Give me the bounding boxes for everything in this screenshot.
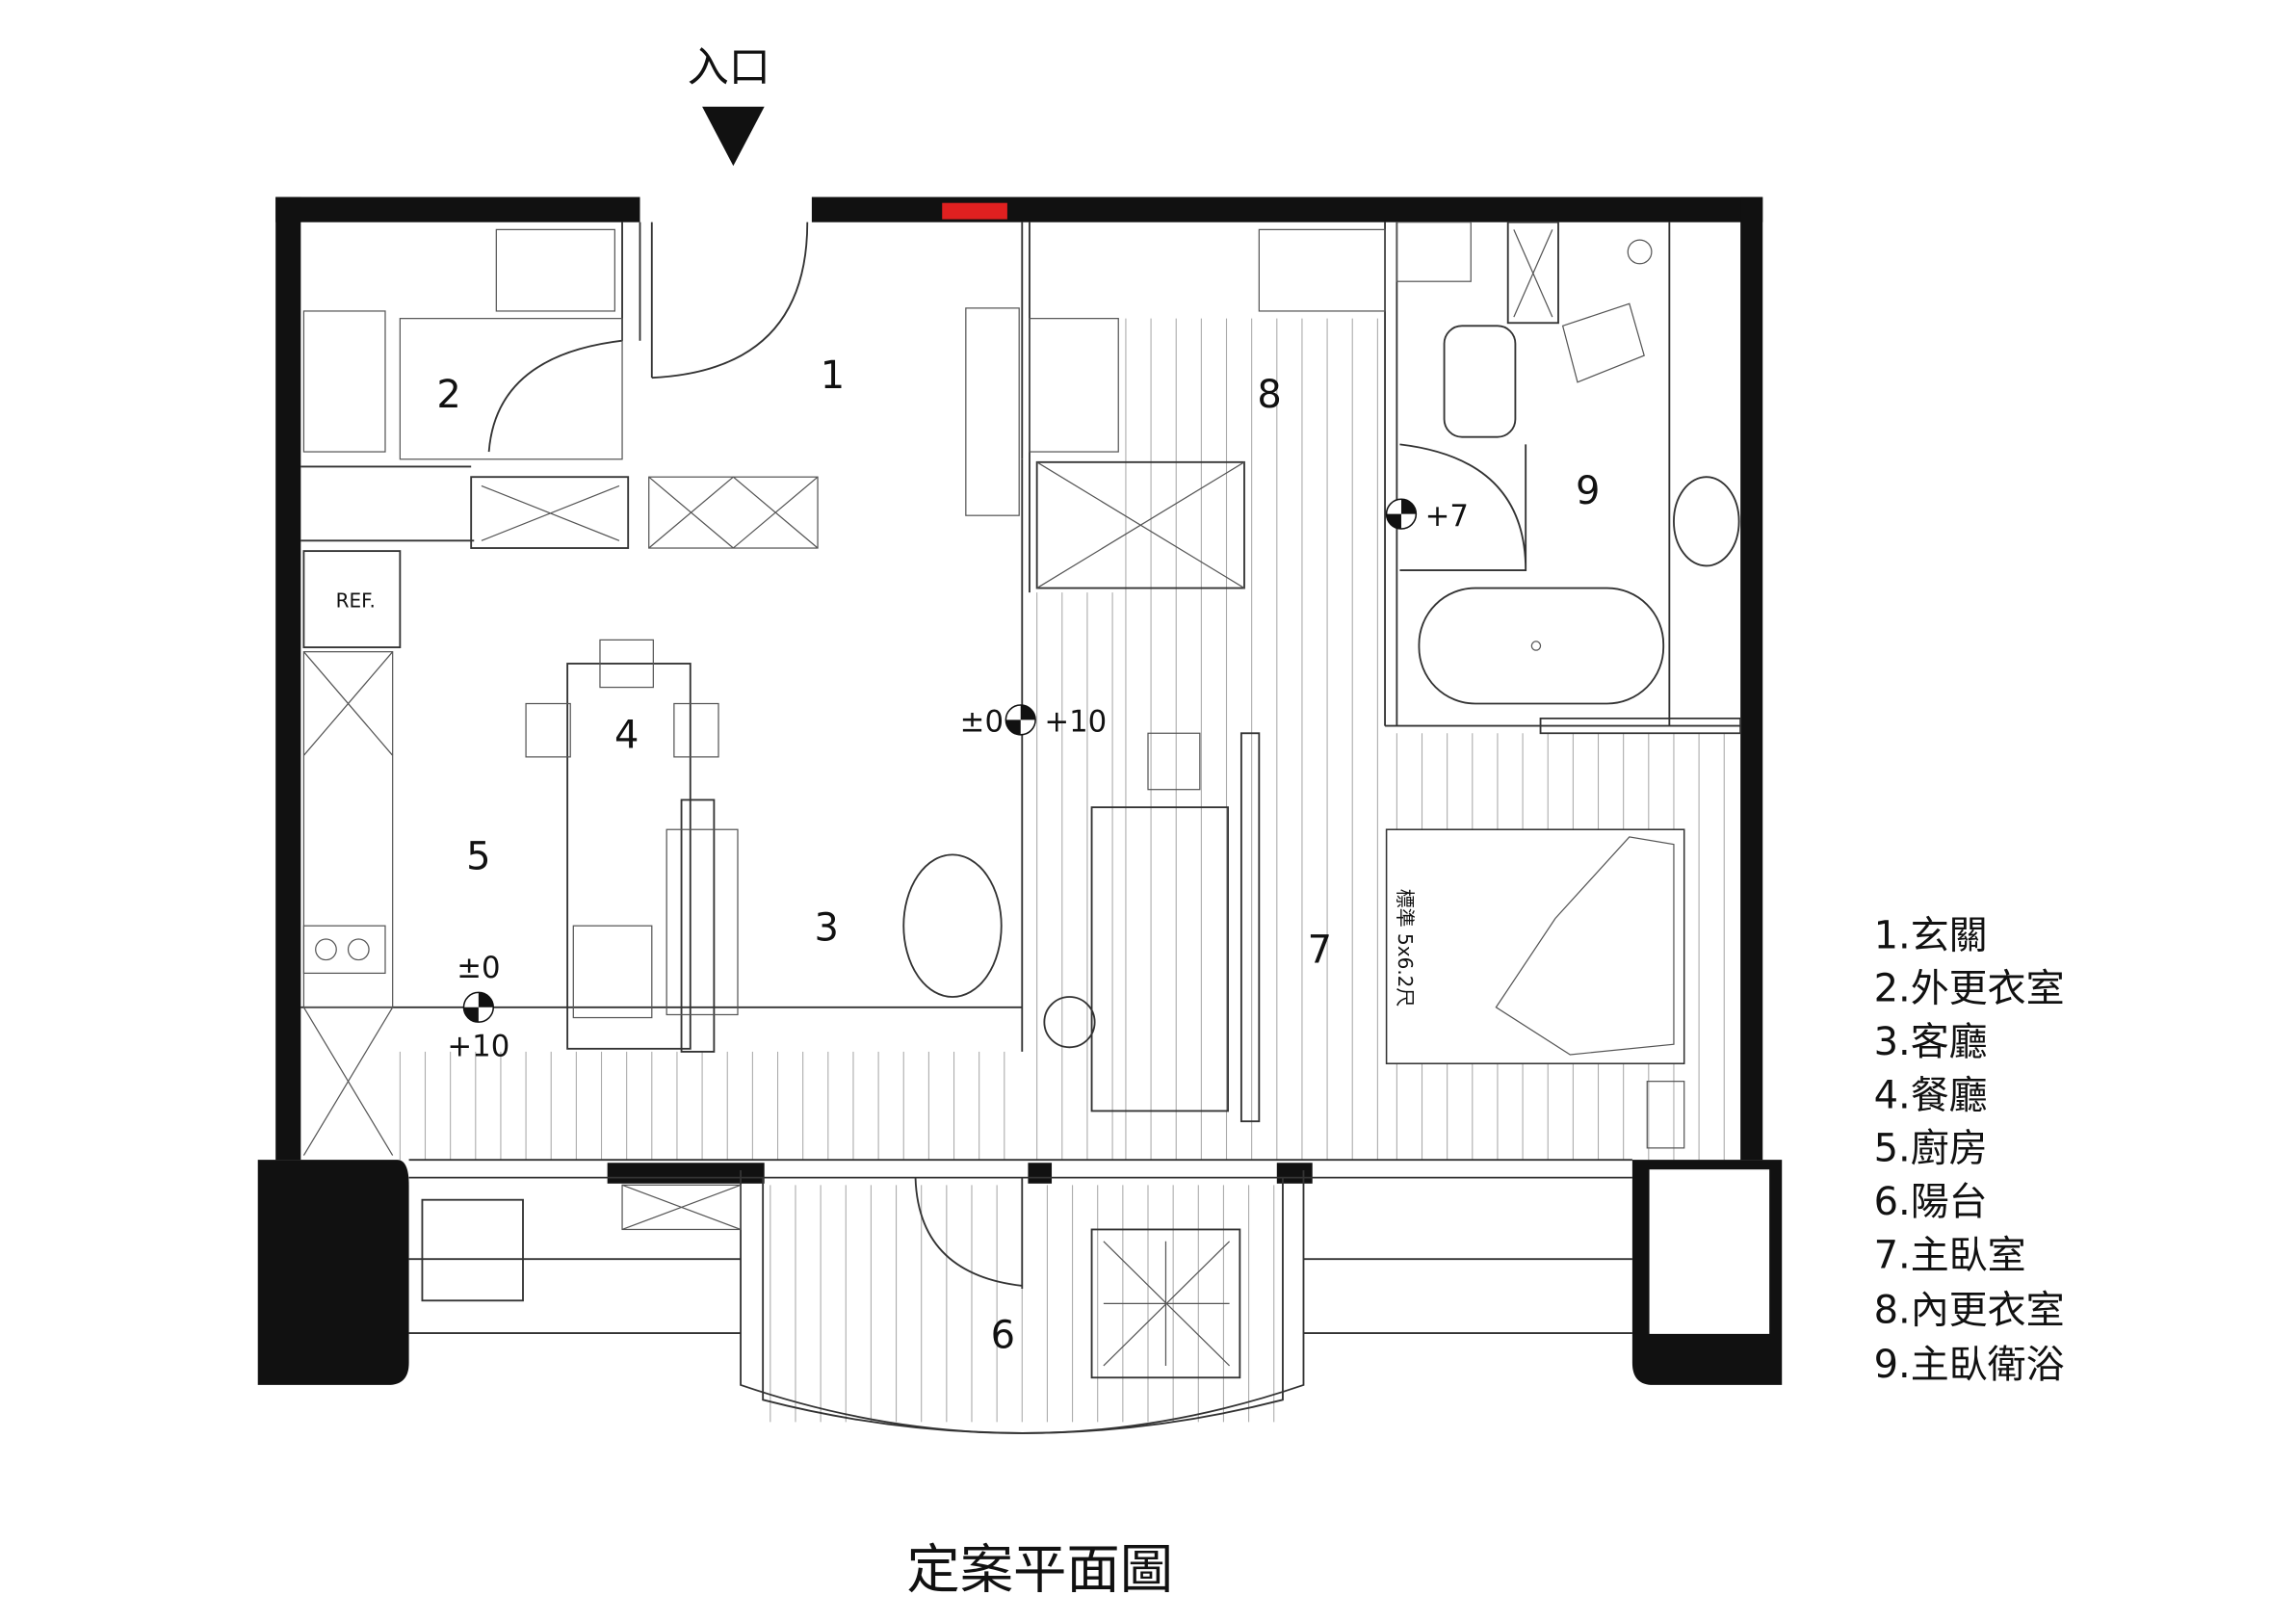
exterior-walls (257, 196, 1783, 1385)
entrance-arrow-icon (702, 106, 765, 167)
legend-item: 6.陽台 (1874, 1180, 1988, 1224)
level-text: +10 (1044, 705, 1107, 740)
legend-item: 2.外更衣室 (1874, 967, 2065, 1011)
legend-item: 9.主臥衛浴 (1874, 1343, 2065, 1387)
legend-item: 8.內更衣室 (1874, 1288, 2065, 1332)
interior-walls (300, 222, 1742, 1434)
furniture: REF. (302, 221, 1740, 1379)
room-numbers: 1 2 3 4 5 6 7 8 9 (436, 353, 1600, 1358)
room-number: 8 (1257, 373, 1281, 417)
level-text: +10 (447, 1030, 509, 1064)
level-text: ±0 (960, 705, 1004, 740)
legend-item: 4.餐廳 (1874, 1073, 1988, 1117)
fridge-label: REF. (336, 589, 376, 613)
room-legend: 1.玄關 2.外更衣室 3.客廳 4.餐廳 5.廚房 6.陽台 7.主臥室 8.… (1874, 913, 2065, 1387)
level-marker-icon (462, 991, 495, 1023)
doors (487, 222, 1527, 1289)
legend-item: 7.主臥室 (1874, 1233, 2026, 1277)
plan-title: 定案平面圖 (906, 1540, 1173, 1602)
legend-item: 3.客廳 (1874, 1020, 1988, 1064)
entrance-label: 入口 (688, 44, 770, 92)
level-marker-icon (1385, 498, 1418, 530)
wood-floor-pattern (399, 318, 1725, 1423)
legend-item: 5.廚房 (1874, 1127, 1988, 1171)
level-text: +7 (1425, 499, 1469, 534)
bed-size-label: 標準 5x6.2尺 (1394, 889, 1417, 1007)
room-number: 1 (821, 353, 845, 398)
room-number: 3 (815, 906, 839, 951)
room-number: 4 (614, 714, 639, 758)
room-number: 7 (1308, 929, 1332, 973)
room-number: 5 (466, 835, 490, 879)
level-text: ±0 (457, 951, 500, 985)
legend-item: 1.玄關 (1874, 913, 1988, 957)
room-number: 2 (436, 373, 460, 417)
level-markers: ±0 +10 +7 ±0 +10 (447, 498, 1469, 1064)
room-number: 6 (991, 1313, 1015, 1357)
level-marker-icon (1004, 704, 1036, 736)
room-number: 9 (1576, 469, 1600, 513)
bed: 標準 5x6.2尺 (1385, 828, 1685, 1064)
